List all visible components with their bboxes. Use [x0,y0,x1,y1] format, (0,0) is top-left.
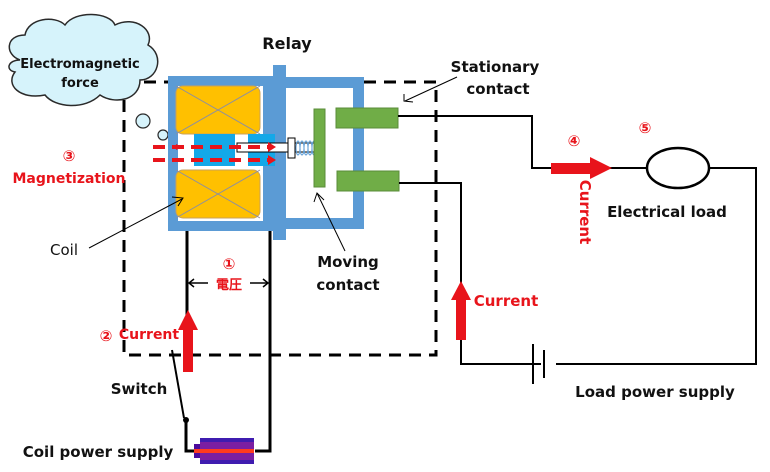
step2-number: ② [100,327,113,345]
load-battery-icon [532,344,545,384]
coil-label: Coil [50,241,78,259]
step4-label: Current [576,180,594,245]
contact-frame [286,77,364,229]
flux-arrowhead-2 [268,155,276,165]
coil-lower [175,169,261,219]
cloud-label-line2: force [61,76,99,91]
coil-battery-icon [194,438,254,464]
electrical-load-label: Electrical load [607,203,727,221]
electrical-load-icon [645,146,711,190]
stationary-label-line2: contact [466,80,529,98]
step3-number: ③ [63,147,76,165]
moving-label-line1: Moving [317,253,379,271]
pointer-lines [88,76,458,252]
stationary-contact-upper [335,107,399,129]
switch-label: Switch [111,380,168,398]
step1-number: ① [223,255,236,273]
moving-label-line2: contact [316,276,379,294]
thought-cloud [8,13,169,141]
step5-number: ⑤ [639,119,652,137]
flux-arrowhead-1 [268,142,276,152]
step4-number: ④ [568,132,581,150]
voltage-dimension [187,278,270,288]
step1-label: 電圧 [216,278,242,293]
load-current-arrow-right [551,157,612,179]
load-power-supply-label: Load power supply [575,383,735,401]
coil-power-supply-label: Coil power supply [23,443,174,461]
magnetic-flux-lines [153,145,268,162]
switch-icon [171,349,189,423]
stationary-contact-lower [336,170,400,192]
stationary-label-line1: Stationary [451,58,540,76]
load-current-label: Current [474,292,539,310]
cloud-label-line1: Electromagnetic [20,57,140,72]
coil-current-arrow [178,310,198,372]
coil-upper [175,85,261,135]
load-current-arrow-up [451,281,471,340]
step3-label: Magnetization [12,171,125,187]
relay-title: Relay [262,34,312,53]
moving-contact [313,108,326,188]
step2-label: Current [119,327,180,343]
